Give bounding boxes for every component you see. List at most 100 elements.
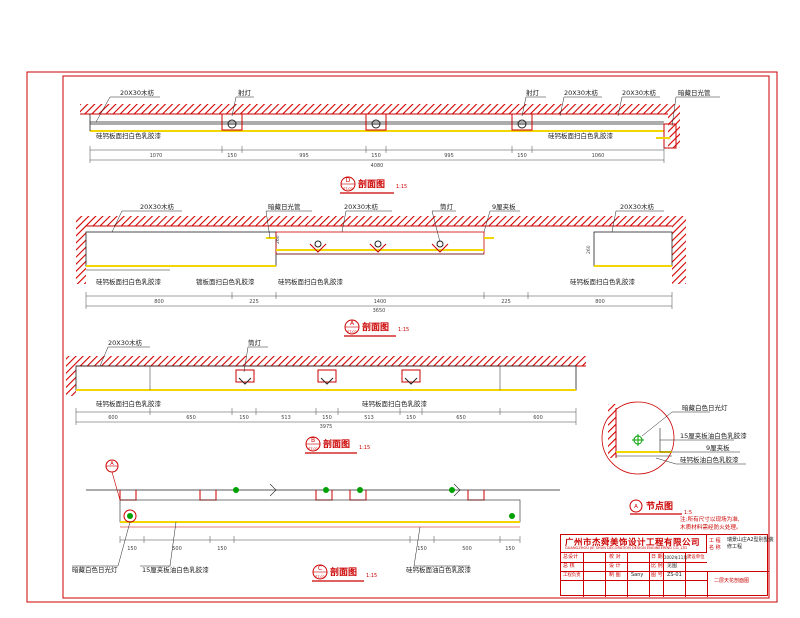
label-plywood: 15厘夹板油白色乳胶漆 (142, 565, 209, 574)
dim: 150 (322, 415, 332, 421)
label-cove-light: 暗藏白色日光灯 (682, 403, 728, 412)
title-block: 广州市杰舜美饰设计工程有限公司 GUANGZHOU JIE SHUN DECOR… (560, 534, 774, 597)
tb-label: 总 核 (563, 563, 575, 569)
node-detail: 暗藏白色日光灯 15厘夹板油白色乳胶漆 9厘夹板 硅钙板油白色乳胶漆 A 节点图… (601, 401, 747, 516)
dim: 225 (501, 299, 511, 305)
fluorescent-icon (233, 487, 239, 493)
firm-name-cell: 广州市杰舜美饰设计工程有限公司 GUANGZHOU JIE SHUN DECOR… (561, 535, 707, 553)
sheet-border (26, 71, 778, 603)
detail-scale: 1:5 (684, 510, 692, 516)
dim: 513 (281, 415, 291, 421)
label-timber: 20X30木枋 (120, 88, 154, 97)
section-title: 剖面图 (323, 438, 350, 450)
downlight-icon (401, 369, 421, 385)
spotlight-icon (365, 113, 387, 131)
tb-label: 设 计 (609, 563, 621, 569)
tb-label: 图 号 (651, 572, 663, 578)
spotlight-icon (511, 113, 533, 131)
tb-label: 总设计 (563, 554, 579, 560)
label-spotlight: 射灯 (238, 88, 252, 97)
label-finish: 硅钙板面油白色乳胶漆 (406, 565, 472, 574)
section-scale: 1:15 (398, 327, 409, 333)
fluorescent-icon (632, 434, 644, 446)
section-b: 20X30木枋 筒灯 硅钙板面扫白色乳胶漆 硅钙板面扫白色乳胶漆 600 650… (66, 338, 586, 454)
downlight-icon (235, 369, 255, 385)
section-title: 剖面图 (358, 178, 385, 190)
project-label: 工 程 (709, 538, 721, 544)
svg-text:ST-02: ST-02 (308, 447, 318, 451)
label-finish: 硅钙板面扫白色乳胶漆 (570, 277, 636, 286)
tb-scale: 见图 (667, 563, 678, 569)
label-finish: 硅钙板面扫白色乳胶漆 (362, 399, 428, 408)
section-c: A 150 500 150 150 500 150 暗藏白色日光灯 15厘夹板油… (72, 459, 560, 582)
dim: 995 (444, 153, 454, 159)
dim: 150 (417, 546, 427, 552)
section-marker: C ST-02 (312, 564, 328, 580)
detail-marker: A (629, 499, 643, 513)
project-label: 名 称 (709, 545, 721, 551)
label-finish: 硅钙板面扫白色乳胶漆 (548, 131, 614, 140)
dim: 1060 (592, 153, 605, 159)
drawing-frame (62, 75, 770, 599)
section-scale: 1:15 (366, 573, 377, 579)
label-spotlight: 射灯 (526, 88, 540, 97)
label-finish: 硅钙板面扫白色乳胶漆 (96, 277, 162, 286)
dim: 150 (127, 546, 137, 552)
svg-text:ST-02: ST-02 (343, 187, 353, 191)
dim: 600 (108, 415, 118, 421)
label-timber: 20X30木枋 (108, 338, 142, 347)
drawing-name: 二层天花剖面图 (714, 578, 750, 584)
note-line: 注:所有尺寸以现场为准, (680, 517, 740, 523)
label-timber: 20X30木枋 (344, 202, 378, 211)
fluorescent-cove (663, 123, 677, 149)
svg-text:ST-02: ST-02 (315, 575, 325, 579)
tb-date: 2002年11月 (664, 555, 688, 560)
section-title: 剖面图 (362, 321, 389, 333)
dim: 513 (364, 415, 374, 421)
tb-label: 工程负责 (563, 573, 581, 578)
label-timber: 20X30木枋 (622, 88, 656, 97)
dim: 150 (517, 153, 527, 159)
dim: 500 (462, 546, 472, 552)
svg-text:A: A (110, 461, 114, 467)
project-name: 瑞景山庄A2型别墅装修工程 (727, 537, 774, 550)
label-downlight: 筒灯 (248, 338, 262, 347)
label-timber: 20X30木枋 (620, 202, 654, 211)
svg-text:C: C (318, 565, 322, 572)
fluorescent-icon (123, 509, 137, 523)
svg-text:ST-02: ST-02 (347, 330, 357, 334)
tb-label: 校 对 (609, 554, 621, 560)
dim: 150 (217, 546, 227, 552)
section-title: 剖面图 (330, 566, 357, 578)
label-finish: 硅钙板油白色乳胶漆 (680, 455, 739, 464)
label-plywood: 9厘夹板 (706, 443, 730, 452)
svg-text:A: A (350, 320, 355, 327)
dim: 225 (249, 299, 259, 305)
label-finish: 硅钙板面扫白色乳胶漆 (278, 277, 344, 286)
dim: 600 (533, 415, 543, 421)
fluorescent-icon (323, 487, 329, 493)
tb-drafter: Sany (631, 572, 644, 578)
tb-label: 制 图 (609, 572, 621, 578)
section-marker: A ST-02 (344, 319, 360, 335)
tb-label: 建设单位 (687, 555, 705, 560)
label-cove-light: 暗藏日光管 (268, 202, 301, 211)
dim-vertical: 260 (586, 245, 592, 254)
dim: 150 (227, 153, 237, 159)
section-scale: 1:15 (359, 445, 370, 451)
label-timber: 20X30木枋 (140, 202, 174, 211)
dim-total: 3650 (373, 308, 386, 314)
dim: 995 (299, 153, 309, 159)
firm-name-en: GUANGZHOU JIE SHUN DECORATION DESIGN ENG… (565, 546, 688, 550)
spotlight-icon (221, 113, 243, 131)
label-downlight: 筒灯 (440, 202, 454, 211)
tb-drawing-no: ZS-01 (667, 572, 682, 578)
section-marker: B ST-02 (305, 436, 321, 452)
dim: 800 (595, 299, 605, 305)
fluorescent-icon (357, 487, 363, 493)
dim: 800 (154, 299, 164, 305)
svg-text:A: A (634, 504, 638, 510)
dim: 500 (172, 546, 182, 552)
dim: 650 (456, 415, 466, 421)
